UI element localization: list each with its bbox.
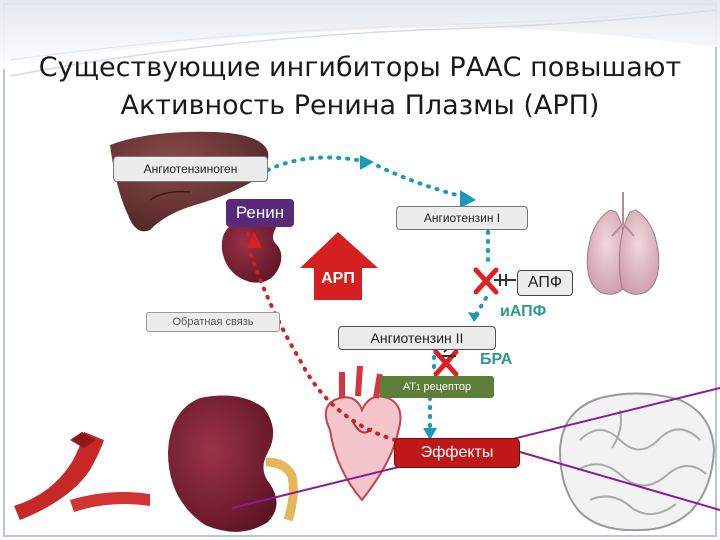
effects-label: Эффекты	[420, 444, 494, 461]
apf-label: АПФ	[527, 274, 563, 291]
angiotensinogen-box: Ангиотензиноген	[113, 156, 268, 182]
big-kidney-icon	[168, 395, 298, 532]
bra-label: БРА	[480, 351, 513, 368]
brain-icon	[558, 392, 716, 532]
feedback-box: Обратная связь	[146, 312, 280, 332]
angiotensin-2-label: Ангиотензин II	[370, 330, 464, 346]
arp-label: АРП	[321, 270, 355, 287]
angiotensinogen-label: Ангиотензиноген	[143, 162, 238, 176]
slide-title-line-2: Активность Ренина Плазмы (АРП)	[120, 90, 600, 121]
slide-title-line-1: Существующие ингибиторы РААС повышают	[38, 52, 682, 83]
kidney-icon	[221, 218, 282, 283]
apf-box: АПФ	[517, 270, 573, 296]
at1-prefix: АТ	[402, 381, 417, 393]
renin-label: Ренин	[235, 203, 285, 222]
feedback-label: Обратная связь	[172, 316, 254, 328]
at1-subscript: 1	[416, 382, 421, 392]
block-cross-icon	[473, 267, 499, 295]
renin-box: Ренин	[226, 199, 294, 227]
at1-suffix: рецептор	[420, 381, 472, 393]
angiotensin-1-box: Ангиотензин I	[396, 206, 528, 230]
effects-box: Эффекты	[394, 438, 520, 468]
angiotensin-1-label: Ангиотензин I	[423, 211, 501, 225]
angiotensin-2-box: Ангиотензин II	[338, 326, 496, 350]
iapf-label: иАПФ	[500, 303, 547, 320]
arp-up-arrow	[300, 232, 378, 300]
lungs-icon	[586, 192, 660, 295]
blood-vessel-icon	[14, 432, 150, 520]
